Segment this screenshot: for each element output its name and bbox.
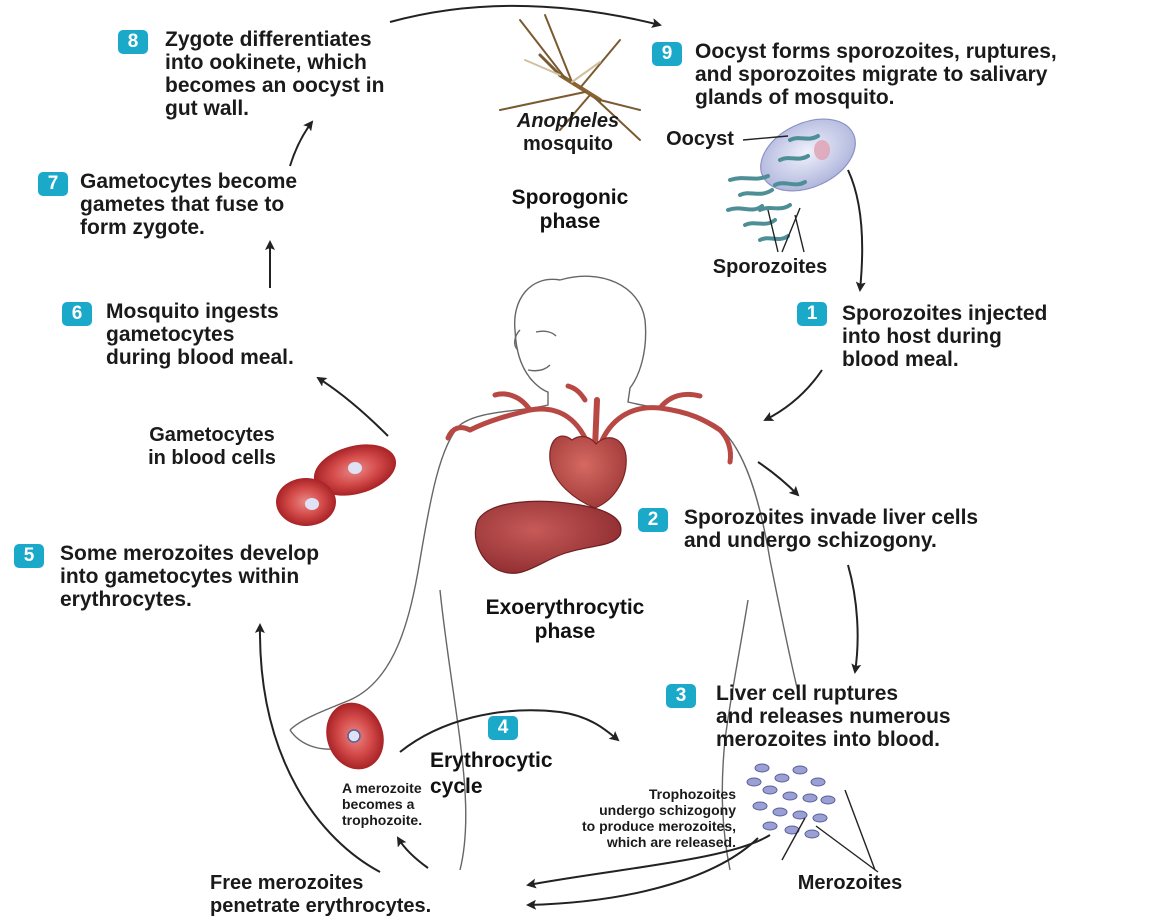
merozoites-label: Merozoites — [760, 872, 940, 895]
step-2-text: Sporozoites invade liver cells and under… — [684, 506, 1104, 552]
free-merozoites-label: Free merozoites penetrate erythrocytes. — [210, 872, 510, 918]
step-6-text: Mosquito ingests gametocytes during bloo… — [106, 300, 386, 369]
step-badge-5: 5 — [14, 544, 44, 568]
erythrocytic-cycle-label: Erythrocytic cycle — [430, 748, 610, 800]
liver — [475, 501, 620, 573]
oocyst-label: Oocyst — [655, 128, 745, 151]
step-badge-1: 1 — [797, 302, 827, 326]
step-badge-2: 2 — [638, 508, 668, 532]
heart — [550, 436, 626, 508]
step-badge-4: 4 — [488, 716, 518, 740]
step-badge-3: 3 — [666, 684, 696, 708]
gametocyte-rbc-2 — [276, 478, 336, 526]
step-3-text: Liver cell ruptures and releases numerou… — [716, 682, 1046, 751]
step-9-text: Oocyst forms sporozoites, ruptures, and … — [695, 40, 1165, 109]
step-badge-9: 9 — [652, 42, 682, 66]
trophozoite-rbc — [317, 694, 393, 777]
step-badge-6: 6 — [62, 302, 92, 326]
exoerythrocytic-phase-label: Exoerythrocytic phase — [440, 596, 690, 644]
sporogonic-phase-label: Sporogonic phase — [470, 186, 670, 234]
merozoites-cluster — [747, 764, 835, 838]
step-8-text: Zygote differentiates into ookinete, whi… — [165, 28, 495, 120]
sporozoites-label: Sporozoites — [690, 256, 850, 279]
step-badge-7: 7 — [38, 172, 68, 196]
step-7-text: Gametocytes become gametes that fuse to … — [80, 170, 390, 239]
gametocytes-label: Gametocytes in blood cells — [112, 424, 312, 470]
step-5-text: Some merozoites develop into gametocytes… — [60, 542, 420, 611]
step-badge-8: 8 — [118, 30, 148, 54]
step-1-text: Sporozoites injected into host during bl… — [842, 302, 1142, 371]
